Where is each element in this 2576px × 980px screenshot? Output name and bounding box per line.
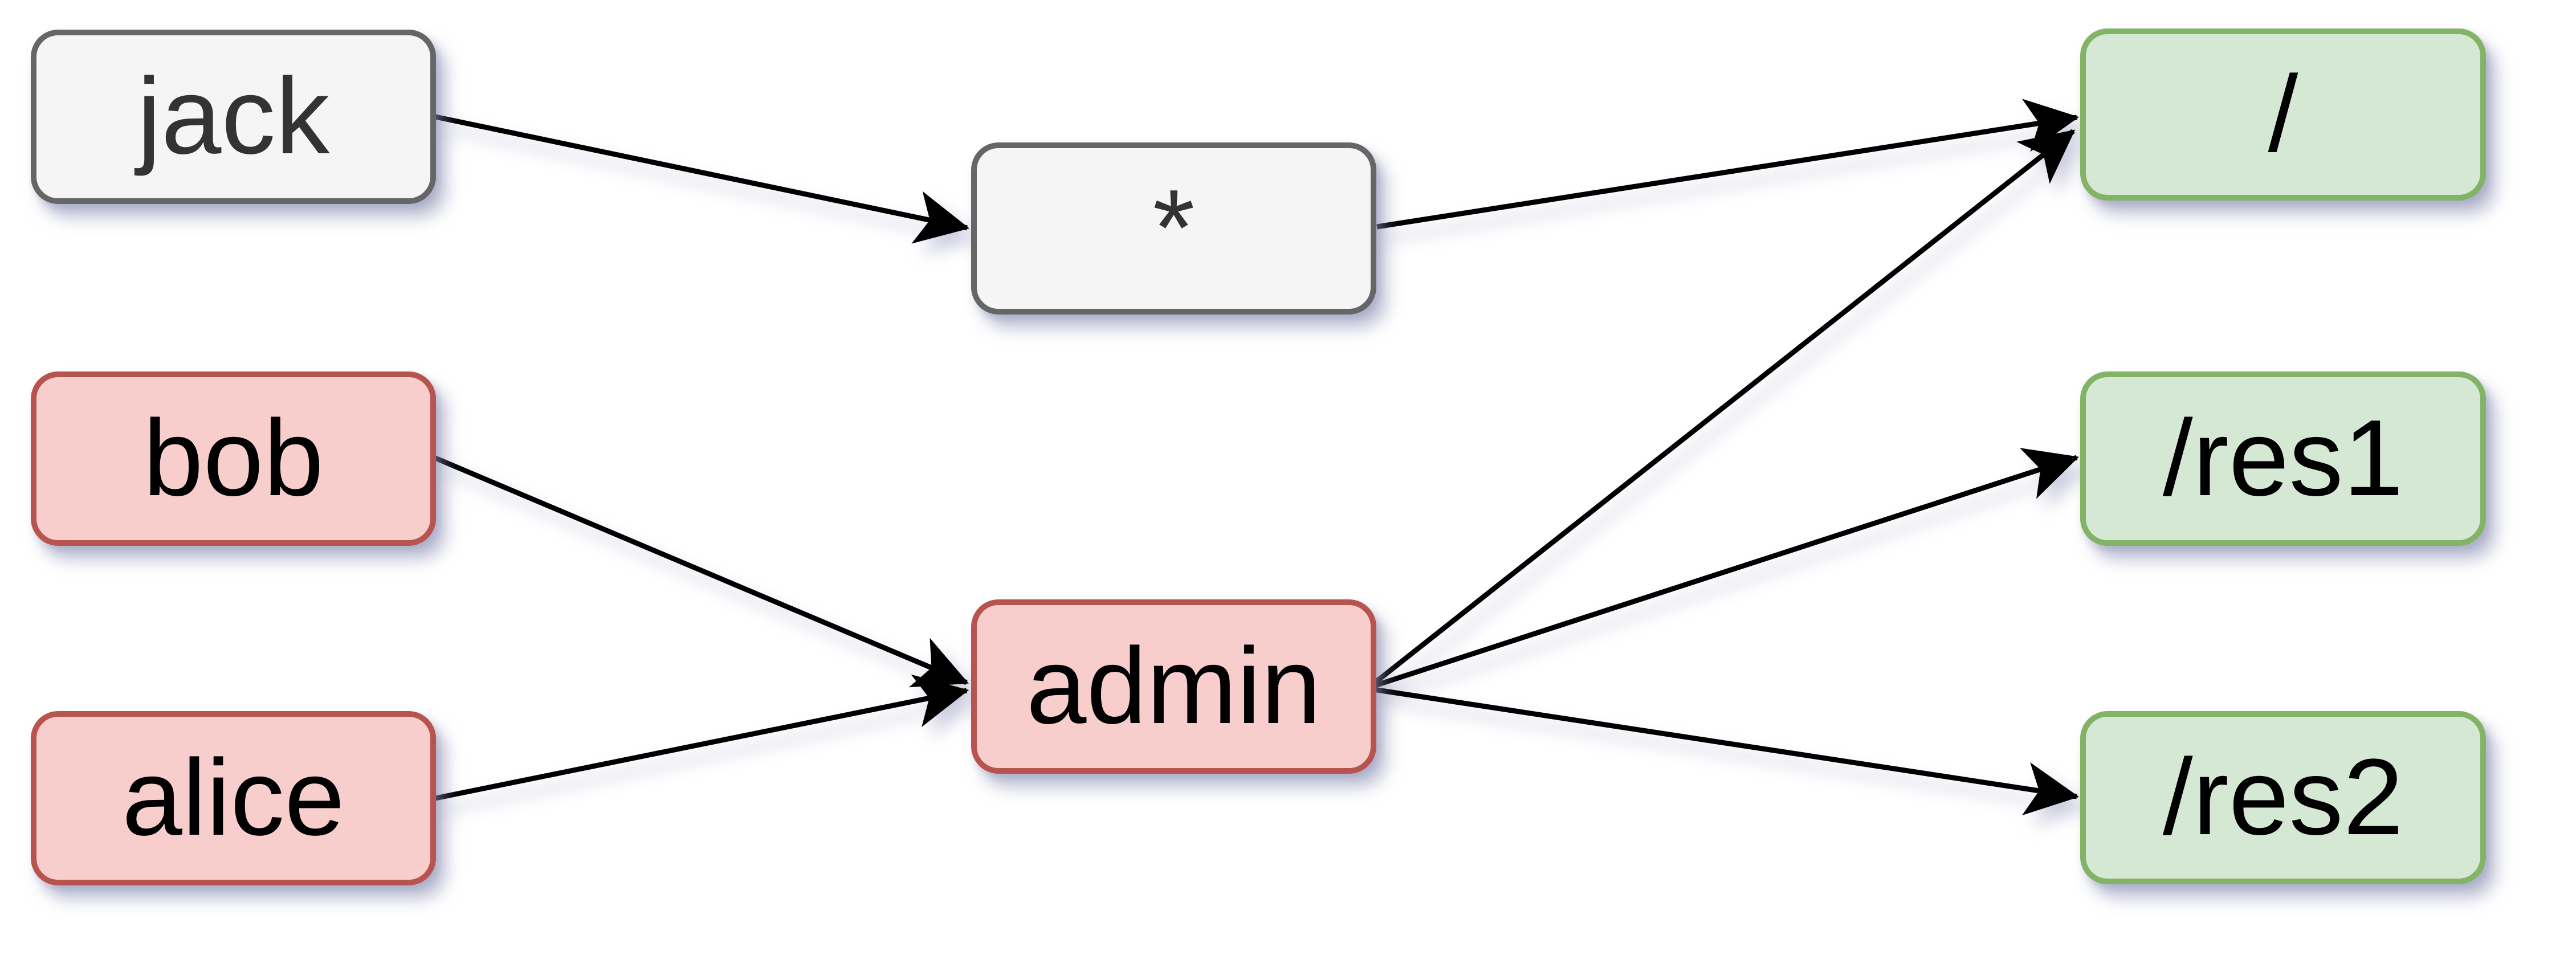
node-root-label: /: [2268, 54, 2298, 175]
node-admin-label: admin: [1026, 626, 1322, 747]
node-alice: alice: [31, 711, 436, 885]
node-bob: bob: [31, 371, 436, 546]
edge-admin-to-root: [1372, 129, 2076, 686]
node-wildcard: *: [971, 142, 1376, 315]
node-jack: jack: [31, 30, 436, 204]
edge-jack-to-wildcard: [435, 114, 970, 244]
node-wildcard-label: *: [1152, 168, 1195, 289]
node-res1: /res1: [2080, 371, 2486, 546]
edge-alice-to-admin: [435, 674, 969, 801]
edge-bob-to-admin: [434, 455, 969, 688]
edge-admin-to-res1: [1372, 448, 2079, 689]
node-bob-label: bob: [142, 398, 324, 519]
node-res2: /res2: [2080, 711, 2486, 884]
node-res2-label: /res2: [2162, 737, 2404, 858]
node-res1-label: /res1: [2162, 398, 2404, 519]
node-alice-label: alice: [122, 737, 345, 859]
node-root: /: [2080, 28, 2486, 201]
node-jack-label: jack: [137, 56, 330, 177]
edge-wildcard-to-root: [1376, 99, 2080, 230]
node-admin: admin: [971, 599, 1376, 774]
edge-admin-to-res2: [1373, 687, 2080, 815]
